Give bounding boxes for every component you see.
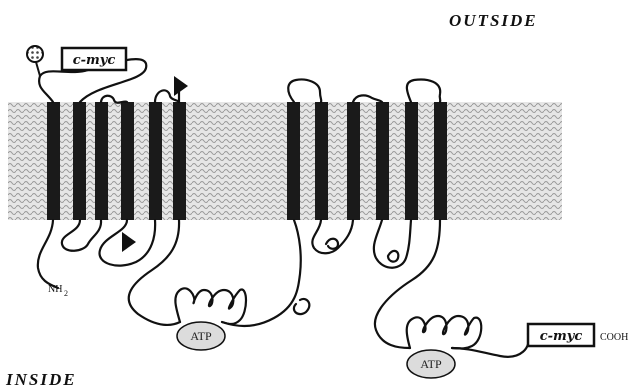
atp-site-2: ATP [406,349,456,379]
c-terminus-label: COOH [600,332,628,343]
polypeptide-chain [36,58,530,358]
transmembrane-helices [47,102,447,220]
cmyc-label-n: c-myc [73,53,116,68]
helix-3 [95,102,108,220]
arrowhead-icon [174,76,188,96]
helix-1 [47,102,60,220]
atp-site-1: ATP [176,321,226,351]
cmyc-label-c: c-myc [540,329,583,344]
membrane-bilayer [8,102,562,220]
cmyc-tag-extracellular: c-myc [60,46,128,72]
cmyc-tag-intracellular: c-myc [526,322,596,348]
inside-label: INSIDE [5,370,77,389]
helix-8 [315,102,328,220]
helix-12 [434,102,447,220]
n-terminus-label: NH [48,284,62,295]
helix-11 [405,102,418,220]
outside-label: OUTSIDE [449,11,538,30]
helix-9 [347,102,360,220]
helix-2 [73,102,86,220]
helix-6 [173,102,186,220]
atp-label-2: ATP [420,357,442,371]
n-terminus-subscript: 2 [64,289,68,298]
helix-5 [149,102,162,220]
atp-label-1: ATP [190,329,212,343]
glycosylation-icon [26,45,44,77]
arrowhead-icon [122,232,136,252]
helix-10 [376,102,389,220]
helix-7 [287,102,300,220]
helix-4 [121,102,134,220]
